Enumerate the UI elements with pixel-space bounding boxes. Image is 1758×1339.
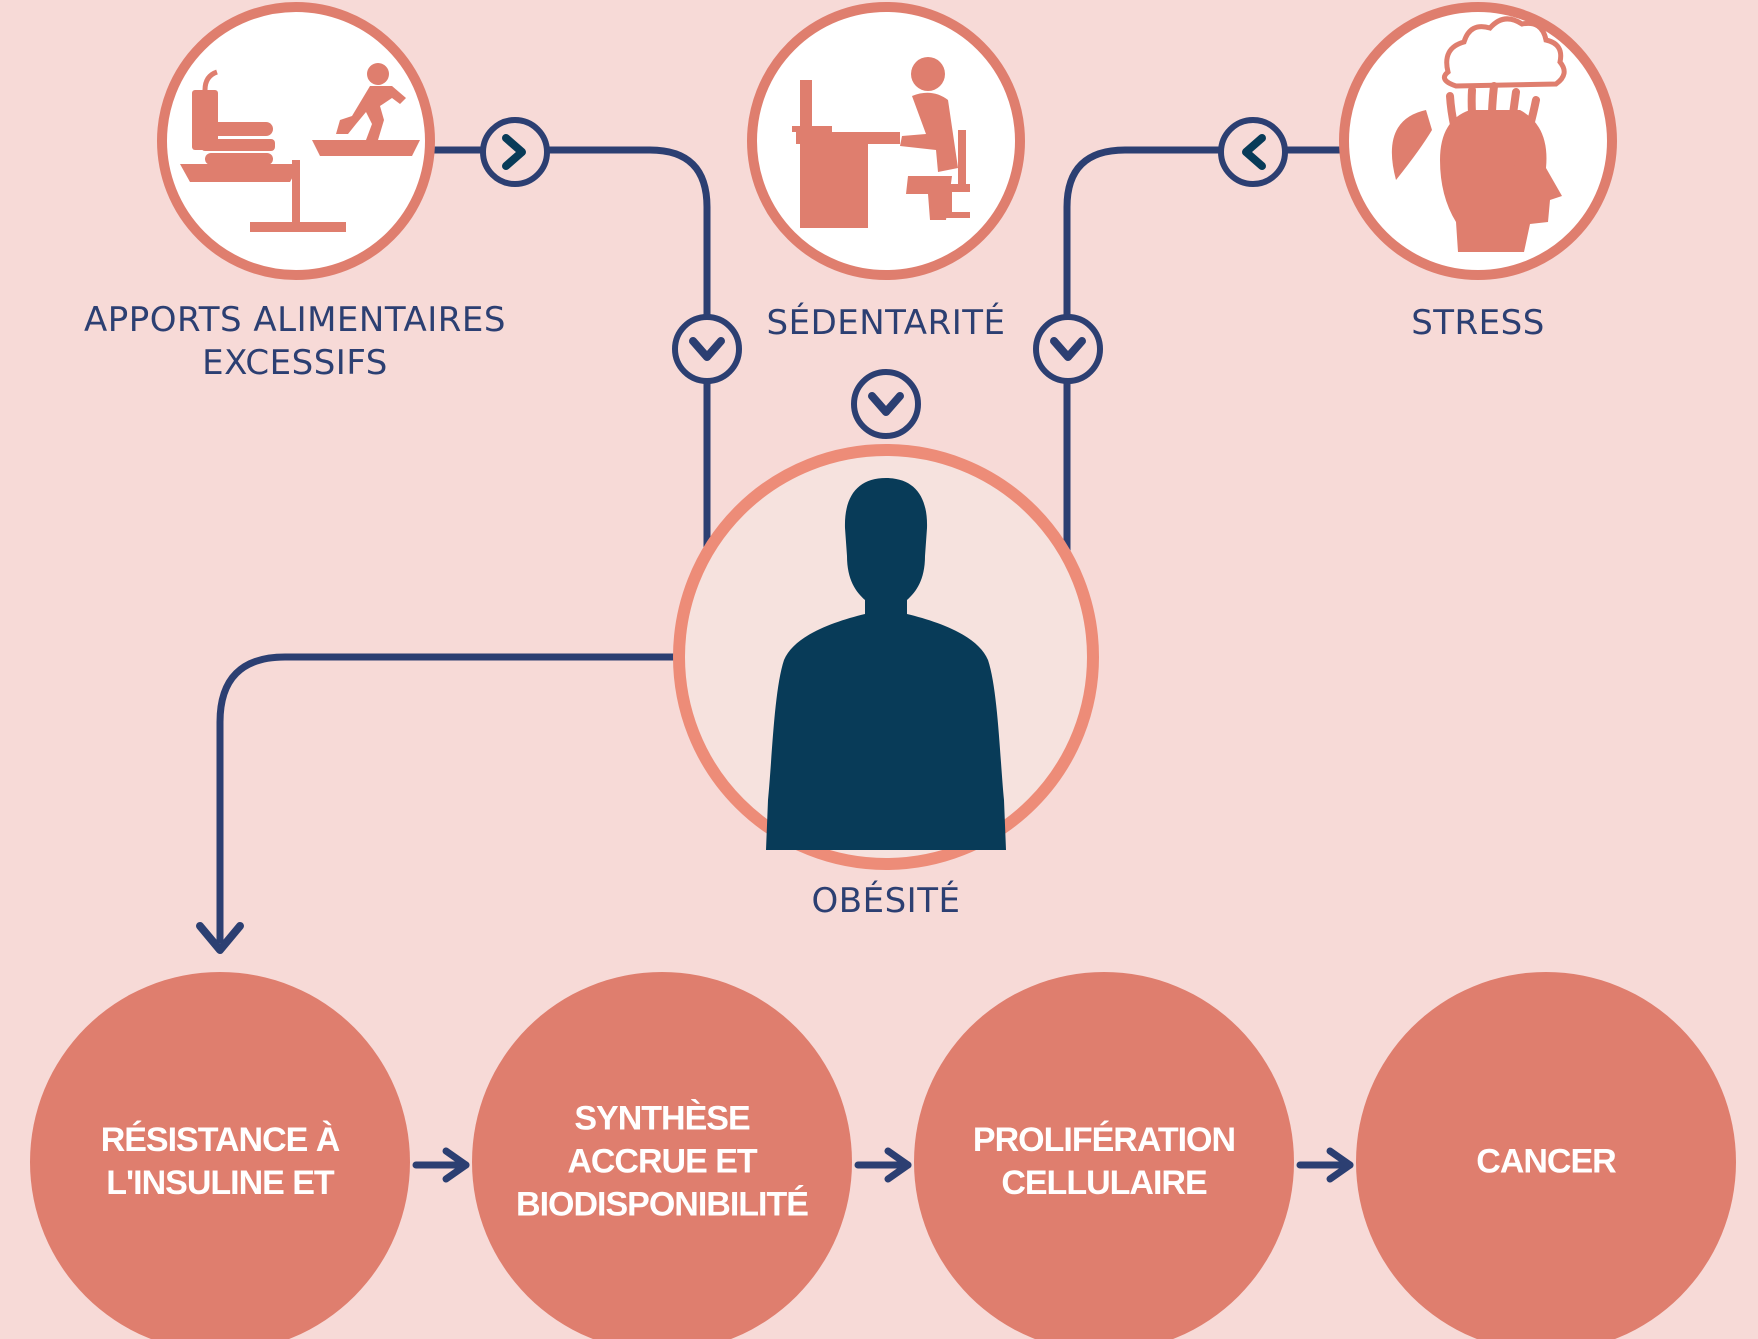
food-seesaw-icon bbox=[180, 63, 420, 232]
chain-step-proliferation: PROLIFÉRATION CELLULAIRE bbox=[914, 972, 1294, 1339]
connector-stress-to-obesity bbox=[1063, 146, 1344, 564]
arrow-down-head bbox=[196, 922, 244, 954]
chain-arrow-icon bbox=[1296, 1147, 1354, 1183]
cause-label-sedentary: SÉDENTARITÉ bbox=[766, 303, 1006, 343]
cause-food-circle bbox=[157, 2, 435, 280]
desk-worker-icon bbox=[792, 57, 970, 228]
chevron-left-icon bbox=[1218, 117, 1288, 187]
chevron-down-icon bbox=[1033, 314, 1103, 384]
chain-step-synthesis: SYNTHÈSE ACCRUE ET BIODISPONIBILITÉ bbox=[472, 972, 852, 1339]
chain-step-insulin-resistance: RÉSISTANCE À L'INSULINE ET bbox=[30, 972, 410, 1339]
connector-obesity-to-chain bbox=[216, 653, 684, 944]
chevron-down-icon bbox=[851, 369, 921, 439]
chain-step-label: SYNTHÈSE ACCRUE ET BIODISPONIBILITÉ bbox=[516, 1099, 809, 1224]
cause-label-food: APPORTS ALIMENTAIRES EXCESSIFS bbox=[84, 300, 506, 383]
chain-arrow-icon bbox=[854, 1147, 912, 1183]
chain-step-cancer: CANCER bbox=[1356, 972, 1736, 1339]
center-label-obesity: OBÉSITÉ bbox=[811, 881, 961, 921]
chain-step-label: PROLIFÉRATION CELLULAIRE bbox=[972, 1121, 1236, 1202]
chain-step-label: CANCER bbox=[1476, 1142, 1616, 1181]
connector-food-to-obesity bbox=[426, 146, 711, 564]
center-obesity-circle bbox=[673, 444, 1099, 870]
chevron-down-icon bbox=[672, 314, 742, 384]
chain-step-label: RÉSISTANCE À L'INSULINE ET bbox=[100, 1121, 341, 1202]
cause-label-stress: STRESS bbox=[1411, 303, 1545, 343]
person-silhouette-icon bbox=[766, 478, 1006, 850]
cause-stress-circle bbox=[1339, 2, 1617, 280]
stressed-head-icon bbox=[1391, 16, 1567, 252]
cause-sedentary-circle bbox=[747, 2, 1025, 280]
chevron-right-icon bbox=[480, 117, 550, 187]
chain-arrow-icon bbox=[412, 1147, 470, 1183]
